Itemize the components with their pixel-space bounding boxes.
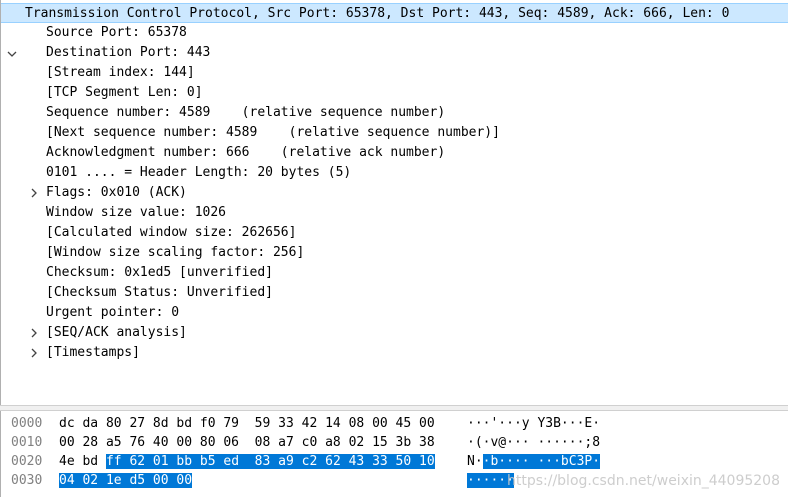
tcp-field-row[interactable]: 0101 .... = Header Length: 20 bytes (5) [1,163,788,183]
ascii-bytes[interactable]: ·(·v@··· ······;8 [467,433,600,452]
ascii-bytes[interactable]: ···'···y Y3B···E· [467,414,600,433]
tcp-field-label: Sequence number: 4589 (relative sequence… [46,105,446,120]
ascii-bytes-plain[interactable]: ·(·v@··· ······;8 [467,435,601,450]
byte-offset: 0000 [11,416,43,431]
tcp-field-label: [Window size scaling factor: 256] [46,245,305,260]
hex-bytes-plain[interactable]: 00 28 a5 76 40 00 80 06 08 a7 c0 a8 02 1… [59,435,435,450]
hex-bytes-highlighted[interactable]: ff 62 01 bb b5 ed 83 a9 c2 62 43 33 50 1… [105,454,435,469]
packet-bytes-pane[interactable]: 0000 dc da 80 27 8d bd f0 79 59 33 42 14 … [0,411,788,497]
hex-bytes[interactable]: 00 28 a5 76 40 00 80 06 08 a7 c0 a8 02 1… [59,433,435,452]
hex-dump-row[interactable]: 0000 dc da 80 27 8d bd f0 79 59 33 42 14 … [1,414,788,433]
hex-dump-row[interactable]: 0020 4e bd ff 62 01 bb b5 ed 83 a9 c2 62 … [1,452,788,471]
tcp-field-label: Flags: 0x010 (ACK) [46,185,187,200]
byte-offset: 0030 [11,473,43,488]
ascii-bytes-highlighted[interactable]: ·b···· ···bC3P· [482,454,601,469]
tcp-field-row[interactable]: Window size value: 1026 [1,203,788,223]
ascii-bytes-plain[interactable]: N· [467,454,483,469]
tcp-field-label: Destination Port: 443 [46,45,211,60]
tcp-field-row[interactable]: Flags: 0x010 (ACK) [1,183,788,203]
tcp-field-label: [Checksum Status: Unverified] [46,285,273,300]
ascii-bytes-plain[interactable]: ···'···y Y3B···E· [467,416,601,431]
tcp-field-label: [TCP Segment Len: 0] [46,85,203,100]
hex-bytes-highlighted[interactable]: 04 02 1e d5 00 00 [59,473,193,488]
tcp-field-row[interactable]: [Checksum Status: Unverified] [1,283,788,303]
hex-bytes-plain[interactable]: 4e bd [59,454,106,469]
tcp-field-label: [SEQ/ACK analysis] [46,325,187,340]
tcp-field-row[interactable]: [Window size scaling factor: 256] [1,243,788,263]
ascii-bytes[interactable]: N··b···· ···bC3P· [467,452,601,471]
tcp-field-row[interactable]: Acknowledgment number: 666 (relative ack… [1,143,788,163]
tcp-field-label: Urgent pointer: 0 [46,305,180,320]
hex-bytes[interactable]: 04 02 1e d5 00 00 [59,471,193,490]
tcp-field-label: [Next sequence number: 4589 (relative se… [46,125,500,140]
tcp-field-label: [Calculated window size: 262656] [46,225,297,240]
tcp-field-label: Acknowledgment number: 666 (relative ack… [46,145,446,160]
tcp-header-label: Transmission Control Protocol, Src Port:… [25,6,730,21]
byte-offset: 0020 [11,454,43,469]
chevron-right-icon[interactable] [27,323,41,343]
tcp-field-row[interactable]: [SEQ/ACK analysis] [1,323,788,343]
hex-dump-row[interactable]: 0010 00 28 a5 76 40 00 80 06 08 a7 c0 a8 … [1,433,788,452]
tcp-field-row[interactable]: [Calculated window size: 262656] [1,223,788,243]
tcp-field-row[interactable]: Sequence number: 4589 (relative sequence… [1,103,788,123]
hex-bytes[interactable]: dc da 80 27 8d bd f0 79 59 33 42 14 08 0… [59,414,435,433]
tcp-field-row[interactable]: [Timestamps] [1,343,788,363]
tcp-header-row[interactable]: Transmission Control Protocol, Src Port:… [1,3,788,57]
hex-dump-row[interactable]: 0030 04 02 1e d5 00 00 ······ [1,471,788,490]
watermark-text: https://blog.csdn.net/weixin_44095208 [506,473,780,489]
ascii-bytes-highlighted[interactable]: ······ [467,473,514,488]
tcp-field-label: Source Port: 65378 [46,25,187,40]
chevron-right-icon[interactable] [27,183,41,203]
tcp-field-row[interactable]: [Next sequence number: 4589 (relative se… [1,123,788,143]
ascii-bytes[interactable]: ······ [467,471,514,490]
tcp-field-label: 0101 .... = Header Length: 20 bytes (5) [46,165,352,180]
hex-bytes[interactable]: 4e bd ff 62 01 bb b5 ed 83 a9 c2 62 43 3… [59,452,435,471]
tcp-field-label: [Timestamps] [46,345,140,360]
tcp-field-label: [Stream index: 144] [46,65,195,80]
hex-bytes-plain[interactable]: dc da 80 27 8d bd f0 79 59 33 42 14 08 0… [59,416,435,431]
tcp-field-row[interactable]: Destination Port: 443 [1,43,788,63]
tcp-field-row[interactable]: Urgent pointer: 0 [1,303,788,323]
tcp-field-label: Checksum: 0x1ed5 [unverified] [46,265,273,280]
packet-details-pane[interactable]: Transmission Control Protocol, Src Port:… [0,0,788,405]
tcp-field-row[interactable]: Source Port: 65378 [1,23,788,43]
chevron-right-icon[interactable] [27,343,41,363]
chevron-down-icon[interactable] [5,44,19,64]
byte-offset: 0010 [11,435,43,450]
tcp-field-row[interactable]: [Stream index: 144] [1,63,788,83]
tcp-field-row[interactable]: [TCP Segment Len: 0] [1,83,788,103]
pane-splitter[interactable] [0,405,788,411]
tcp-field-label: Window size value: 1026 [46,205,227,220]
tcp-field-row[interactable]: Checksum: 0x1ed5 [unverified] [1,263,788,283]
